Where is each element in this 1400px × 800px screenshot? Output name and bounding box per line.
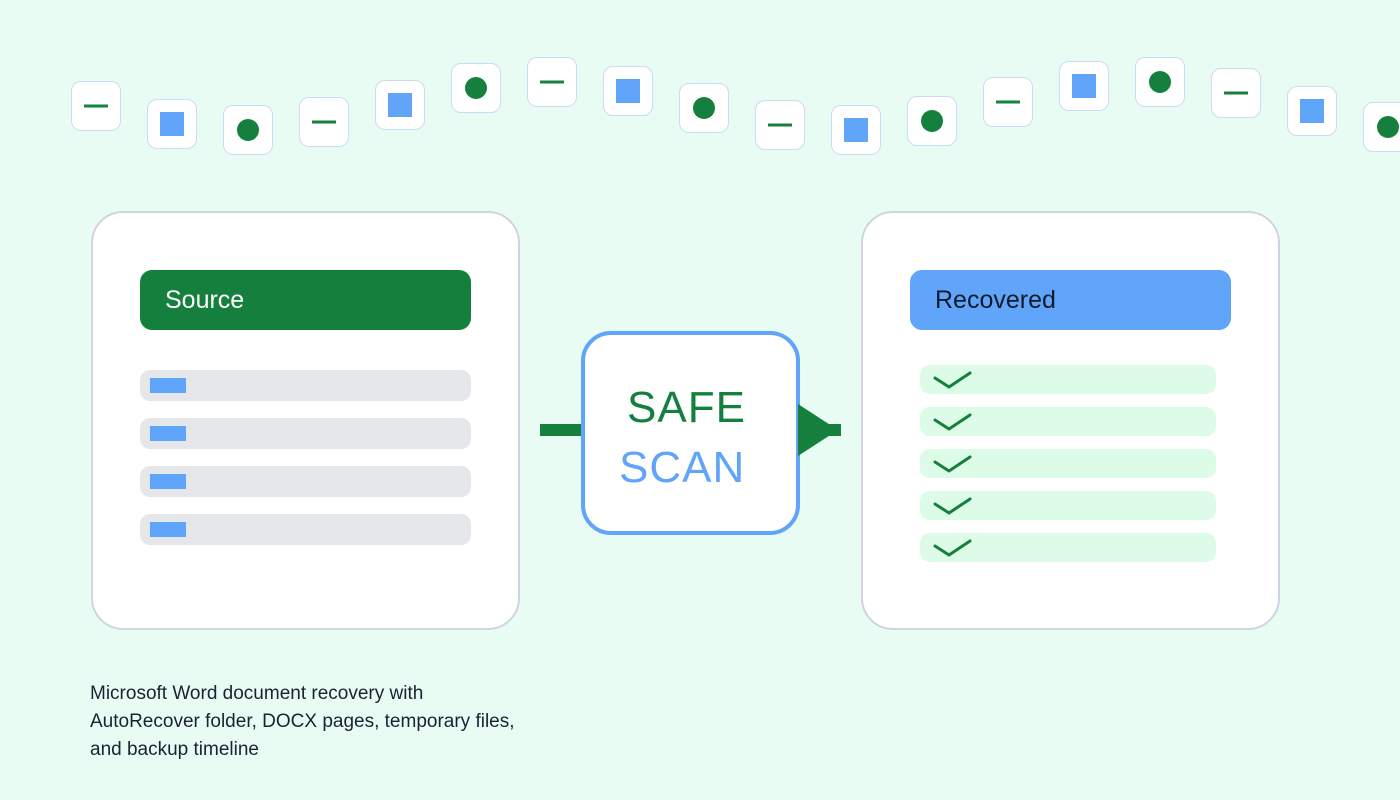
square-icon [844,118,868,142]
arrow-right-icon [798,404,841,456]
dash-icon [312,120,336,124]
source-header: Source [140,270,471,330]
icon-tile [603,66,653,116]
row-tag [150,378,186,393]
caption-line: and backup timeline [90,739,259,760]
icon-tile [299,97,349,147]
source-title: Source [165,286,245,314]
icon-tile [983,77,1033,127]
dot-icon [1377,116,1399,138]
icon-tile [147,99,197,149]
icon-tile [527,57,577,107]
caption-line: Microsoft Word document recovery with [90,683,424,704]
row-tag [150,522,186,537]
recovered-row [920,407,1216,436]
source-row [140,370,471,401]
dot-icon [921,110,943,132]
recovered-title: Recovered [935,286,1056,314]
recovered-row [920,365,1216,394]
caption-line: AutoRecover folder, DOCX pages, temporar… [90,711,515,732]
scan-label-scan: SCAN [619,443,746,492]
source-row [140,466,471,497]
square-icon [388,93,412,117]
dash-icon [768,123,792,127]
caption: Microsoft Word document recovery with Au… [90,680,560,764]
dash-icon [540,80,564,84]
check-icon [933,413,972,431]
recovered-row [920,449,1216,478]
square-icon [616,79,640,103]
square-icon [1300,99,1324,123]
source-row [140,514,471,545]
check-icon [933,497,972,515]
check-icon [933,539,972,557]
source-row [140,418,471,449]
row-tag [150,426,186,441]
icon-tile [71,81,121,131]
icon-tile [1211,68,1261,118]
dot-icon [1149,71,1171,93]
dot-icon [237,119,259,141]
recovered-header: Recovered [910,270,1231,330]
icon-tile [831,105,881,155]
icon-tile [907,96,957,146]
icon-tile [1363,102,1400,152]
square-icon [1072,74,1096,98]
check-icon [933,455,972,473]
icon-tile [375,80,425,130]
icon-tile [679,83,729,133]
icon-tile [1135,57,1185,107]
square-icon [160,112,184,136]
check-icon [933,371,972,389]
row-tag [150,474,186,489]
icon-tile [1287,86,1337,136]
dot-icon [465,77,487,99]
dash-icon [84,104,108,108]
dash-icon [1224,91,1248,95]
scan-label-safe: SAFE [627,383,746,432]
scan-box [581,331,800,535]
icon-tile [1059,61,1109,111]
recovered-row [920,491,1216,520]
icon-tile [223,105,273,155]
icon-tile [755,100,805,150]
icon-tile [451,63,501,113]
dot-icon [693,97,715,119]
recovered-row [920,533,1216,562]
connector-line [540,424,582,436]
dash-icon [996,100,1020,104]
